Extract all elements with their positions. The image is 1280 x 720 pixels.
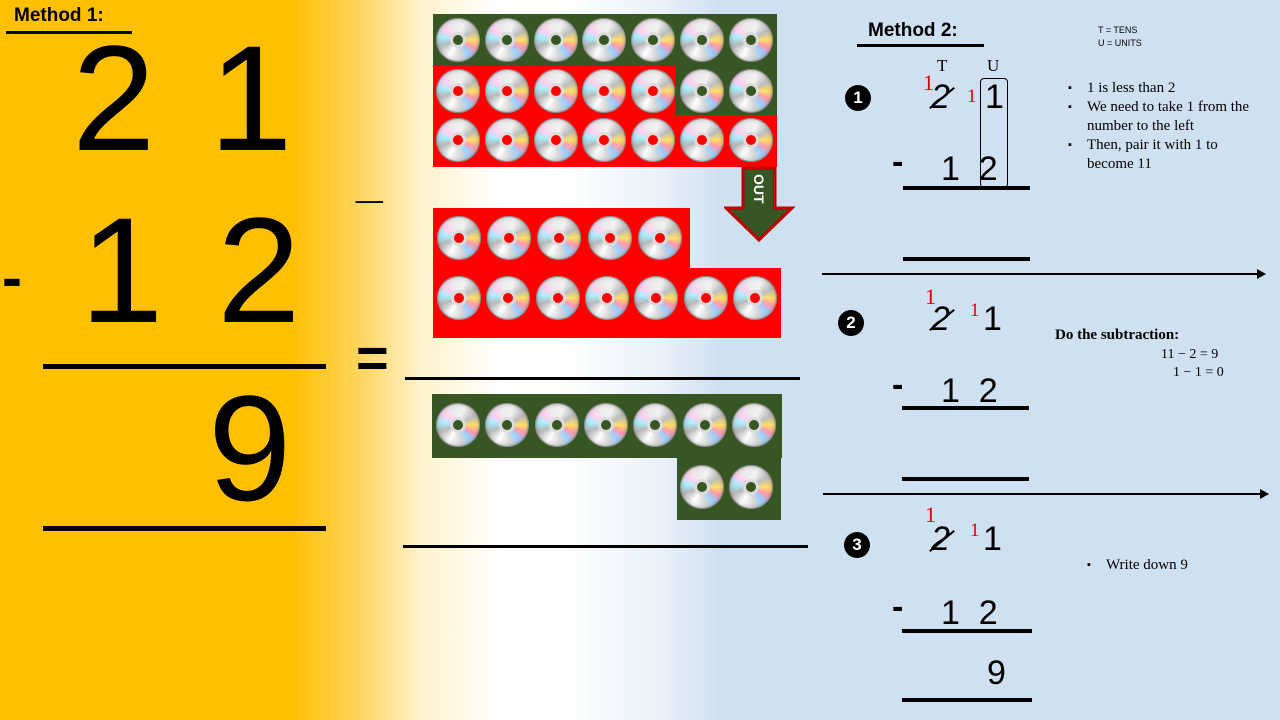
cd-disc-icon [729,465,773,509]
step3-number-badge: 3 [844,532,870,558]
step2-minus: - [892,366,904,404]
cd-disc-icon [633,403,678,447]
cd-disc-icon [631,118,676,162]
cd-disc-icon [728,69,773,113]
cd-disc-icon [537,216,582,260]
cd-disc-icon [582,18,627,62]
cd-disc-icon [535,276,580,320]
cd-disc-icon [634,276,679,320]
cd-disc-icon [534,403,579,447]
step1-bottom-number: 1 2 [941,150,998,188]
step2-carry-units: 1 [970,300,980,321]
step2-equation-2: 1 − 1 = 0 [1173,365,1224,380]
cd-disc-icon [732,276,777,320]
cd-disc-icon [436,118,480,162]
cd-disc-icon [584,276,629,320]
step1-separator-arrow [822,270,1266,278]
legend-tens: T = TENS [1098,25,1138,35]
cd-disc-icon [680,69,724,113]
step2-separator-arrow [823,490,1269,498]
cd-disc-icon [533,18,578,62]
cd-disc-icon [484,18,529,62]
method1-line-1 [43,364,326,369]
cd-disc-icon [582,118,627,162]
out-label: OUT [751,174,767,204]
method1-title-underline [6,31,132,34]
step2-line-2 [902,477,1029,481]
visual-minus-sign: _ [356,155,383,208]
cd-disc-icon [436,18,480,62]
cd-disc-icon [680,18,724,62]
cd-disc-icon [437,276,481,320]
cd-disc-icon [728,18,773,62]
step2-line-1 [902,406,1029,410]
tens-column-label: T [937,56,948,75]
step1-note-1: 1 is less than 2 [1068,79,1262,98]
step1-minus: - [892,143,904,181]
cd-disc-icon [487,216,532,260]
step3-carry-tens: 1 [925,502,936,527]
step1-note-3: Then, pair it with 1 to become 11 [1068,136,1262,174]
cd-disc-icon [582,69,627,113]
cd-disc-icon [587,216,632,260]
method1-bottom-number: 1 2 [80,186,307,354]
step3-line-1 [902,629,1032,633]
step1-note-2: We need to take 1 from the number to the… [1068,98,1262,136]
cd-disc-icon [631,18,676,62]
cd-disc-icon [436,69,480,113]
step3-line-2 [902,698,1032,702]
step2-number-badge: 2 [838,310,864,336]
cd-disc-icon [583,403,628,447]
cd-disc-icon [680,118,724,162]
cd-disc-icon [436,403,480,447]
visual-line-2 [403,545,808,548]
units-column-label: U [987,56,1000,75]
cd-disc-icon [728,118,773,162]
step3-crossed-digit: 2 [931,520,950,558]
step3-carry-units: 1 [970,520,980,541]
step3-bottom-number: 1 2 [941,594,998,632]
cd-disc-icon [485,403,530,447]
cd-disc-icon [680,465,724,509]
cd-disc-icon [682,403,727,447]
cd-disc-icon [731,403,776,447]
method2-title: Method 2: [868,20,958,41]
step1-line-2 [903,257,1030,261]
cd-disc-icon [683,276,728,320]
method1-subtract-sign: - [2,244,22,311]
cd-disc-icon [637,216,682,260]
out-arrow: OUT [724,166,796,243]
method1-line-2 [43,526,326,531]
step3-units-digit: 1 [983,520,1002,558]
step3-note-1: Write down 9 [1087,556,1256,575]
step1-line-1 [903,186,1030,190]
method1-top-number: 2 1 [72,14,299,182]
step2-units-digit: 1 [983,300,1002,338]
step1-number-badge: 1 [845,85,871,111]
step1-carry-tens: 1 [923,70,934,95]
step2-carry-tens: 1 [925,284,936,309]
cd-disc-icon [533,69,578,113]
visual-equals-sign: = [356,326,389,389]
cd-disc-icon [437,216,481,260]
method1-title: Method 1: [14,5,104,26]
cd-disc-icon [533,118,578,162]
step3-minus: - [892,588,904,626]
step1-units-digit: 1 [985,78,1004,116]
cd-disc-icon [484,118,529,162]
step2-heading: Do the subtraction: [1055,327,1180,343]
visual-line-1 [405,377,800,380]
method1-result: 9 [208,364,292,532]
step3-result: 9 [987,654,1006,692]
cd-disc-icon [486,276,531,320]
step2-equation-1: 11 − 2 = 9 [1161,347,1219,362]
method2-title-underline [857,44,984,47]
legend-units: U = UNITS [1098,38,1142,48]
step2-bottom-number: 1 2 [941,372,998,410]
step1-carry-units: 1 [967,86,977,107]
cd-disc-icon [631,69,676,113]
cd-disc-icon [484,69,529,113]
